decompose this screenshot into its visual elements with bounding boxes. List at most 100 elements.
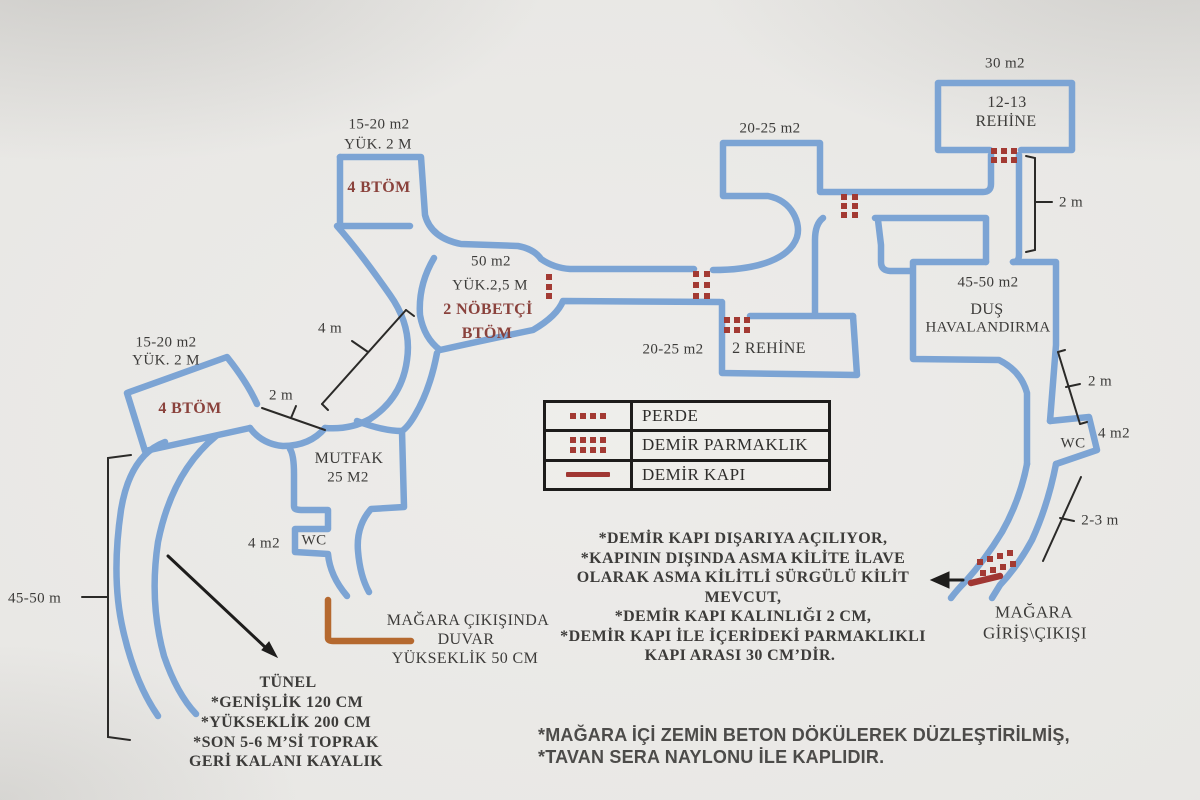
wall-topmid-room-and-corridor-top — [709, 139, 995, 274]
wall-kitchen-left-wc — [286, 445, 351, 600]
room-label-guard-line2: BTÖM — [461, 325, 513, 342]
room-label-kitchen-line1: MUTFAK — [314, 450, 384, 467]
measure-45-50m-tunnel-brace — [81, 454, 132, 741]
parmaklik-marker-hostage-room-gate — [991, 148, 1017, 163]
legend-label-perde: PERDE — [642, 406, 699, 426]
measure-label-entrance-2-3m: 2-3 m — [1081, 512, 1119, 529]
demir-kapi-line-icon — [546, 461, 633, 488]
area-label-btom-upper: 15-20 m2 — [348, 116, 410, 133]
demir-kapi-marker — [967, 572, 1004, 587]
room-label-kitchen-line2: 25 M2 — [327, 469, 369, 486]
room-label-hostage-room-2: 2 REHİNE — [732, 340, 806, 357]
wall-shower-left — [909, 258, 1031, 468]
area-label-guard-room: 50 m2 — [471, 253, 511, 270]
room-label-btom-west: 4 BTÖM — [158, 400, 222, 417]
area-label-hostage-room-2: 20-25 m2 — [642, 341, 704, 358]
arrows — [166, 554, 965, 659]
wall-hostage-room — [934, 79, 1076, 154]
door-note-line1: *DEMİR KAPI DIŞARIYA AÇILIYOR, — [598, 530, 888, 547]
perde-marker-guard-corridor — [546, 274, 552, 299]
height-label-btom-west: YÜK. 2 M — [132, 352, 200, 369]
wall-hostage-corridor-right — [1009, 151, 1023, 266]
room-label-wc-west: WC — [301, 532, 327, 549]
wall-alcove-left — [811, 214, 827, 319]
wall-long-corridor-bottom — [871, 214, 990, 266]
wall-entrance-right — [988, 460, 1060, 602]
wall-shower-right — [1009, 258, 1060, 425]
wall-tunnel-outer — [113, 438, 169, 720]
perde-dots-icon — [546, 403, 633, 430]
room-label-shower-line2: HAVALANDIRMA — [925, 319, 1051, 336]
entrance-arrow — [929, 571, 965, 589]
room-label-hostage-line2: REHİNE — [975, 113, 1037, 130]
door-note-line3: OLARAK ASMA KİLİTLİ SÜRGÜLÜ KİLİT — [576, 569, 910, 586]
wall-wc-east — [1046, 413, 1101, 468]
tunnel-note-line5: GERİ KALANI KAYALIK — [188, 753, 384, 770]
wall-btom-west-box — [123, 353, 261, 455]
area-label-top-middle-room: 20-25 m2 — [739, 120, 801, 137]
measure-2m-shower-corridor — [1057, 349, 1088, 425]
door-note-line6: *DEMİR KAPI İLE İÇERİDEKİ PARMAKLIKLI — [560, 628, 926, 645]
legend-row-demir-kapi: DEMİR KAPI — [546, 461, 828, 488]
legend-row-demir-parmaklik: DEMİR PARMAKLIK — [546, 432, 828, 462]
room-label-guard-line1: 2 NÖBETÇİ — [443, 301, 533, 318]
area-label-wc-east: 4 m2 — [1097, 425, 1131, 442]
parmaklik-marker-hostage2-gate — [724, 317, 750, 333]
entrance-label-line1: MAĞARA — [995, 602, 1073, 622]
door-note-line2: *KAPININ DIŞINDA ASMA KİLİTE İLAVE — [580, 550, 906, 567]
legend-label-demir-parmaklik: DEMİR PARMAKLIK — [642, 435, 809, 455]
wall-corridor-to-kitchen — [354, 349, 441, 596]
wall-entrance-left — [947, 460, 1031, 602]
measure-2m-west-passage — [261, 405, 326, 431]
floor-note-line1: *MAĞARA İÇİ ZEMİN BETON DÖKÜLEREK DÜZLEŞ… — [538, 725, 1070, 745]
area-label-wc-west: 4 m2 — [247, 535, 281, 552]
measurement-marks — [81, 155, 1088, 741]
exit-wall-note-line3: YÜKSEKLİK 50 CM — [391, 650, 539, 667]
tunnel-note-line1: TÜNEL — [259, 674, 317, 691]
room-label-btom-upper: 4 BTÖM — [347, 179, 411, 196]
measure-label-shower-2m: 2 m — [1087, 373, 1113, 390]
parmaklik-marker-corridor-junction — [693, 271, 710, 299]
area-label-btom-west: 15-20 m2 — [135, 334, 197, 351]
area-label-hostage-room: 30 m2 — [985, 55, 1025, 72]
wall-passage-to-shower — [874, 216, 914, 275]
wall-guardroom-left-bottom — [416, 254, 724, 354]
perde-parmaklik-markers — [546, 148, 1017, 576]
door-note-line4: MEVCUT, — [704, 589, 782, 606]
cave-walls — [113, 79, 1101, 720]
room-label-hostage-line1: 12-13 — [987, 94, 1027, 111]
measure-4m-corridor — [321, 309, 415, 411]
height-label-btom-upper: YÜK. 2 M — [344, 136, 412, 153]
legend-row-perde: PERDE — [546, 403, 828, 433]
door-note-line5: *DEMİR KAPI KALINLIĞI 2 CM, — [614, 608, 872, 625]
measure-label-west-2m: 2 m — [268, 387, 294, 404]
height-label-guard-room: YÜK.2,5 M — [452, 277, 528, 294]
tunnel-note-line4: *SON 5-6 M’Sİ TOPRAK — [193, 734, 379, 751]
measure-label-4m: 4 m — [317, 320, 343, 337]
room-label-wc-east: WC — [1060, 435, 1086, 452]
exit-wall-marker — [324, 596, 415, 645]
wall-kitchen-top — [353, 417, 406, 435]
exit-wall-note-line2: DUVAR — [437, 631, 495, 648]
tunnel-note-line3: *YÜKSEKLİK 200 CM — [200, 714, 372, 731]
demir-parmaklik-dots-icon — [546, 432, 633, 459]
door-note-line7: KAPI ARASI 30 CM’DİR. — [644, 647, 836, 664]
entrance-label-line2: GİRİŞ\ÇIKIŞI — [983, 623, 1087, 643]
measure-2-3m-entrance — [1042, 476, 1082, 562]
measure-label-tunnel-45-50m: 45-50 m — [8, 590, 62, 607]
room-label-shower-line1: DUŞ — [970, 301, 1004, 318]
tunnel-arrow — [166, 554, 279, 659]
exit-wall-note-line1: MAĞARA ÇIKIŞINDA — [386, 612, 550, 629]
tunnel-note-line2: *GENİŞLİK 120 CM — [210, 694, 364, 711]
measure-2m-hostage-corridor-bracket — [1025, 155, 1053, 253]
wall-btom-upper-and-guardroom-top — [336, 153, 698, 273]
parmaklik-marker-entrance — [977, 550, 1016, 576]
legend: PERDE DEMİR PARMAKLIK DEMİR KAPI — [543, 400, 831, 491]
area-label-shower-room: 45-50 m2 — [957, 274, 1019, 291]
parmaklik-marker-long-corridor — [841, 194, 858, 218]
wall-junction-bowl — [246, 424, 329, 450]
legend-label-demir-kapi: DEMİR KAPI — [642, 464, 746, 484]
floor-note-line2: *TAVAN SERA NAYLONU İLE KAPLIDIR. — [538, 747, 885, 767]
